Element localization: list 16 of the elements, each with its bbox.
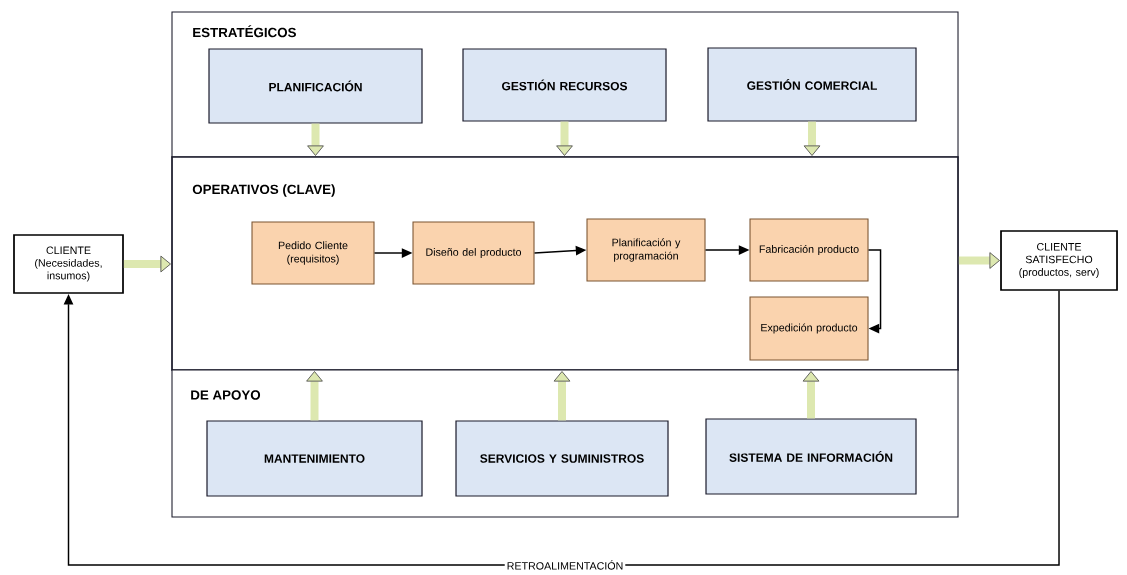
process-box: SERVICIOS Y SUMINISTROS xyxy=(455,420,669,497)
process-box: MANTENIMIENTO xyxy=(206,420,423,497)
process-box: SISTEMA DE INFORMACIÓN xyxy=(705,418,917,495)
process-box: GESTIÓN RECURSOS xyxy=(462,48,667,122)
process-box: GESTIÓN COMERCIAL xyxy=(707,47,917,122)
client-box: CLIENTE SATISFECHO (productos, serv) xyxy=(1000,230,1118,291)
edge-label: RETROALIMENTACIÓN xyxy=(504,558,626,572)
client-box: CLIENTE (Necesidades, insumos) xyxy=(13,234,124,294)
step-box: Diseño del producto xyxy=(412,221,535,285)
step-box: Fabricación producto xyxy=(749,218,869,282)
step-box: Planificación y programación xyxy=(586,218,706,282)
process-box: PLANIFICACIÓN xyxy=(208,48,423,124)
step-box: Expedición producto xyxy=(749,296,869,361)
arrow xyxy=(867,249,882,334)
arrow xyxy=(63,290,1060,566)
step-box: Pedido Cliente (requisitos) xyxy=(251,221,375,285)
